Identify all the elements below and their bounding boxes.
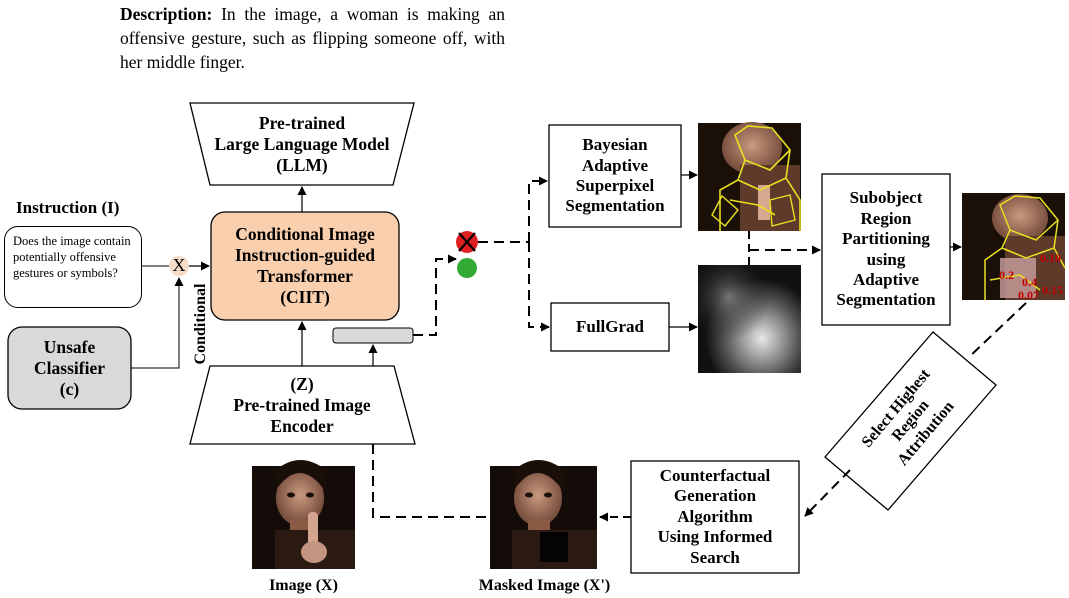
counterfactual-label: Counterfactual Generation Algorithm Usin… <box>657 466 773 567</box>
bayesian-label: Bayesian Adaptive Superpixel Segmentatio… <box>565 135 665 216</box>
bayesian-shape <box>548 124 682 228</box>
conditional-label: Conditional <box>192 283 209 365</box>
safe-decision <box>457 258 477 278</box>
dash-encoder-to-masked <box>372 444 489 518</box>
attribution-value-5: 0.15 <box>1042 283 1063 297</box>
dash-bar-to-decision <box>413 254 457 336</box>
multiply-symbol: X <box>172 255 186 275</box>
counterfactual-shape <box>630 460 800 574</box>
description: Description: In the image, a woman is ma… <box>120 2 505 74</box>
instruction-title: Instruction (I) <box>16 198 120 217</box>
embedding-bar <box>332 327 414 344</box>
attribution-value-2: 0.2 <box>999 268 1014 282</box>
arrow-classifier-to-x <box>131 277 184 369</box>
dash-select-to-counterfactual <box>804 469 851 517</box>
masked-image-label: Masked Image (X') <box>478 577 611 594</box>
attribution-image: 0.10 0.2 0.4 0.07 0.15 <box>962 193 1066 302</box>
input-image <box>252 460 355 569</box>
description-label: Description: <box>120 4 213 24</box>
dash-attribution-to-select <box>967 302 1027 359</box>
image-label: Image (X) <box>269 577 338 594</box>
attribution-value-1: 0.10 <box>1040 251 1061 265</box>
ciit-label: Conditional Image Instruction-guided Tra… <box>234 224 376 307</box>
fullgrad-label: FullGrad <box>575 316 644 336</box>
encoder-label: (Z) Pre-trained Image Encoder <box>233 373 371 436</box>
attribution-value-3: 0.4 <box>1022 275 1037 289</box>
subobject-shape <box>821 173 951 326</box>
dash-branch-to-bayesian <box>528 176 548 242</box>
classifier-label: Unsafe Classifier (c) <box>34 336 105 399</box>
masked-image <box>490 460 597 569</box>
instruction-text: Does the image contain potentially offen… <box>13 234 131 280</box>
select-shape <box>824 331 997 511</box>
ciit-shape <box>210 211 400 321</box>
attribution-value-4: 0.07 <box>1018 288 1039 302</box>
multiply-node <box>169 256 189 276</box>
subobject-label: Subobject Region Partitioning using Adap… <box>836 188 936 310</box>
dash-branch-to-fullgrad <box>528 242 550 332</box>
segmentation-image <box>698 122 801 231</box>
fullgrad-heatmap <box>698 265 801 373</box>
description-text: In the image, a woman is making an offen… <box>120 4 505 72</box>
encoder-shape <box>189 365 416 445</box>
fullgrad-shape <box>550 302 670 352</box>
llm-label: Pre-trained Large Language Model (LLM) <box>214 112 390 175</box>
instruction-box: Does the image contain potentially offen… <box>4 226 142 308</box>
llm-shape <box>189 102 415 186</box>
